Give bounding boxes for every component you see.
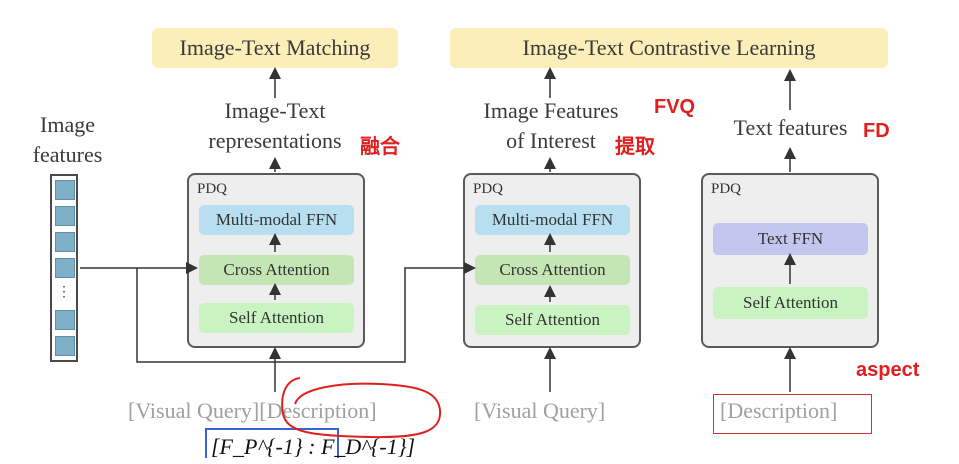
cross-attention-block-1: Cross Attention [199,255,354,285]
multimodal-ffn-1-label: Multi-modal FFN [215,210,338,229]
it-representations-line2: representations [208,128,342,153]
pdq-module-2: PDQ Multi-modal FFN Cross Attention Self… [463,173,641,348]
features-to-cross-attention-2 [136,262,476,363]
feature-cell [55,310,75,330]
cross-attention-block-2: Cross Attention [475,255,630,285]
image-features-line1: Image [40,112,95,137]
fd-annotation: FD [863,120,890,142]
self-attention-2-label: Self Attention [505,310,600,329]
self-attention-block-3: Self Attention [713,287,868,319]
cross-attention-2-label: Cross Attention [499,260,606,279]
fvq-annotation: FVQ [654,96,696,118]
image-features-interest-line2: of Interest [506,128,596,153]
text-ffn-label: Text FFN [757,229,824,248]
image-text-contrastive-label: Image-Text Contrastive Learning [522,35,816,60]
image-features-interest-line1: Image Features [483,98,619,123]
feature-cell [55,206,75,226]
feature-ellipsis: ⋮ [57,285,71,300]
text-features-label: Text features [733,115,848,140]
pdq-3-title: PDQ [711,181,742,197]
image-text-contrastive-box: Image-Text Contrastive Learning [450,28,888,68]
aspect-annotation: aspect [856,359,920,381]
pdq-module-1: PDQ Multi-modal FFN Cross Attention Self… [187,173,365,348]
description-highlight-box [713,394,872,434]
feature-cell [55,336,75,356]
pdq-2-title: PDQ [473,181,504,197]
it-representations-label: Image-Text representations [190,96,360,156]
self-attention-block-2: Self Attention [475,305,630,335]
image-text-matching-box: Image-Text Matching [152,28,398,68]
feature-cell [55,180,75,200]
formula-text: [F_P^{-1} : F_D^{-1}] [211,434,416,459]
multimodal-ffn-2-label: Multi-modal FFN [491,210,614,229]
image-features-line2: features [32,142,103,167]
self-attention-block-1: Self Attention [199,303,354,333]
image-features-interest-label: Image Features of Interest [465,96,637,156]
text-ffn-block: Text FFN [713,223,868,255]
feature-cell [55,258,75,278]
cross-attention-1-label: Cross Attention [223,260,330,279]
it-representations-line1: Image-Text [224,98,326,123]
fusion-annotation: 融合 [360,136,400,158]
visual-query-input: [Visual Query] [474,398,606,423]
image-feature-column: ⋮ [50,174,78,362]
multimodal-ffn-block-2: Multi-modal FFN [475,205,630,235]
description-input: [Description] [720,398,838,423]
image-features-label: Image features [20,110,115,170]
self-attention-3-label: Self Attention [743,293,838,312]
red-hand-drawn-circle [281,377,442,439]
pdq-1-title: PDQ [197,181,228,197]
feature-cell [55,232,75,252]
visual-query-description-input: [Visual Query][Description] [128,398,377,423]
image-text-matching-label: Image-Text Matching [179,35,371,60]
extract-annotation: 提取 [615,136,655,158]
pdq-module-3: PDQ Text FFN Self Attention [701,173,879,348]
multimodal-ffn-block-1: Multi-modal FFN [199,205,354,235]
self-attention-1-label: Self Attention [229,308,324,327]
